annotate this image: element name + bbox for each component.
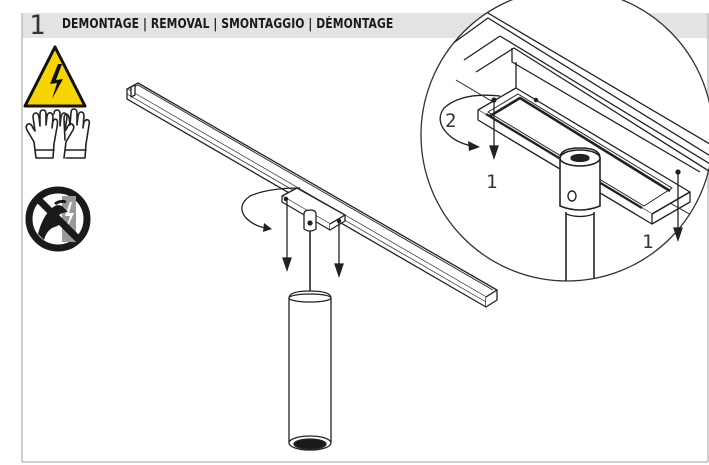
callout-rotate-number: 2 bbox=[445, 110, 457, 132]
callout-pull-right-number: 1 bbox=[642, 231, 654, 253]
rotate-arrow bbox=[241, 187, 301, 232]
electrical-hazard-icon bbox=[23, 45, 87, 108]
pull-down-arrows bbox=[282, 201, 344, 279]
callout-pull-left-number: 1 bbox=[486, 171, 498, 193]
protective-gloves-icon bbox=[25, 108, 91, 159]
step-number: 1 bbox=[29, 10, 46, 41]
step-title: DEMONTAGE | REMOVAL | SMONTAGGIO | DÉMON… bbox=[62, 17, 394, 32]
detail-magnifier-border bbox=[420, 0, 709, 282]
do-not-touch-live-icon bbox=[25, 186, 91, 252]
pendant-stem bbox=[303, 209, 317, 291]
detail-rotate-arrow bbox=[439, 94, 501, 151]
pendant-luminaire bbox=[288, 290, 332, 451]
detail-pull-arrows bbox=[489, 100, 683, 243]
